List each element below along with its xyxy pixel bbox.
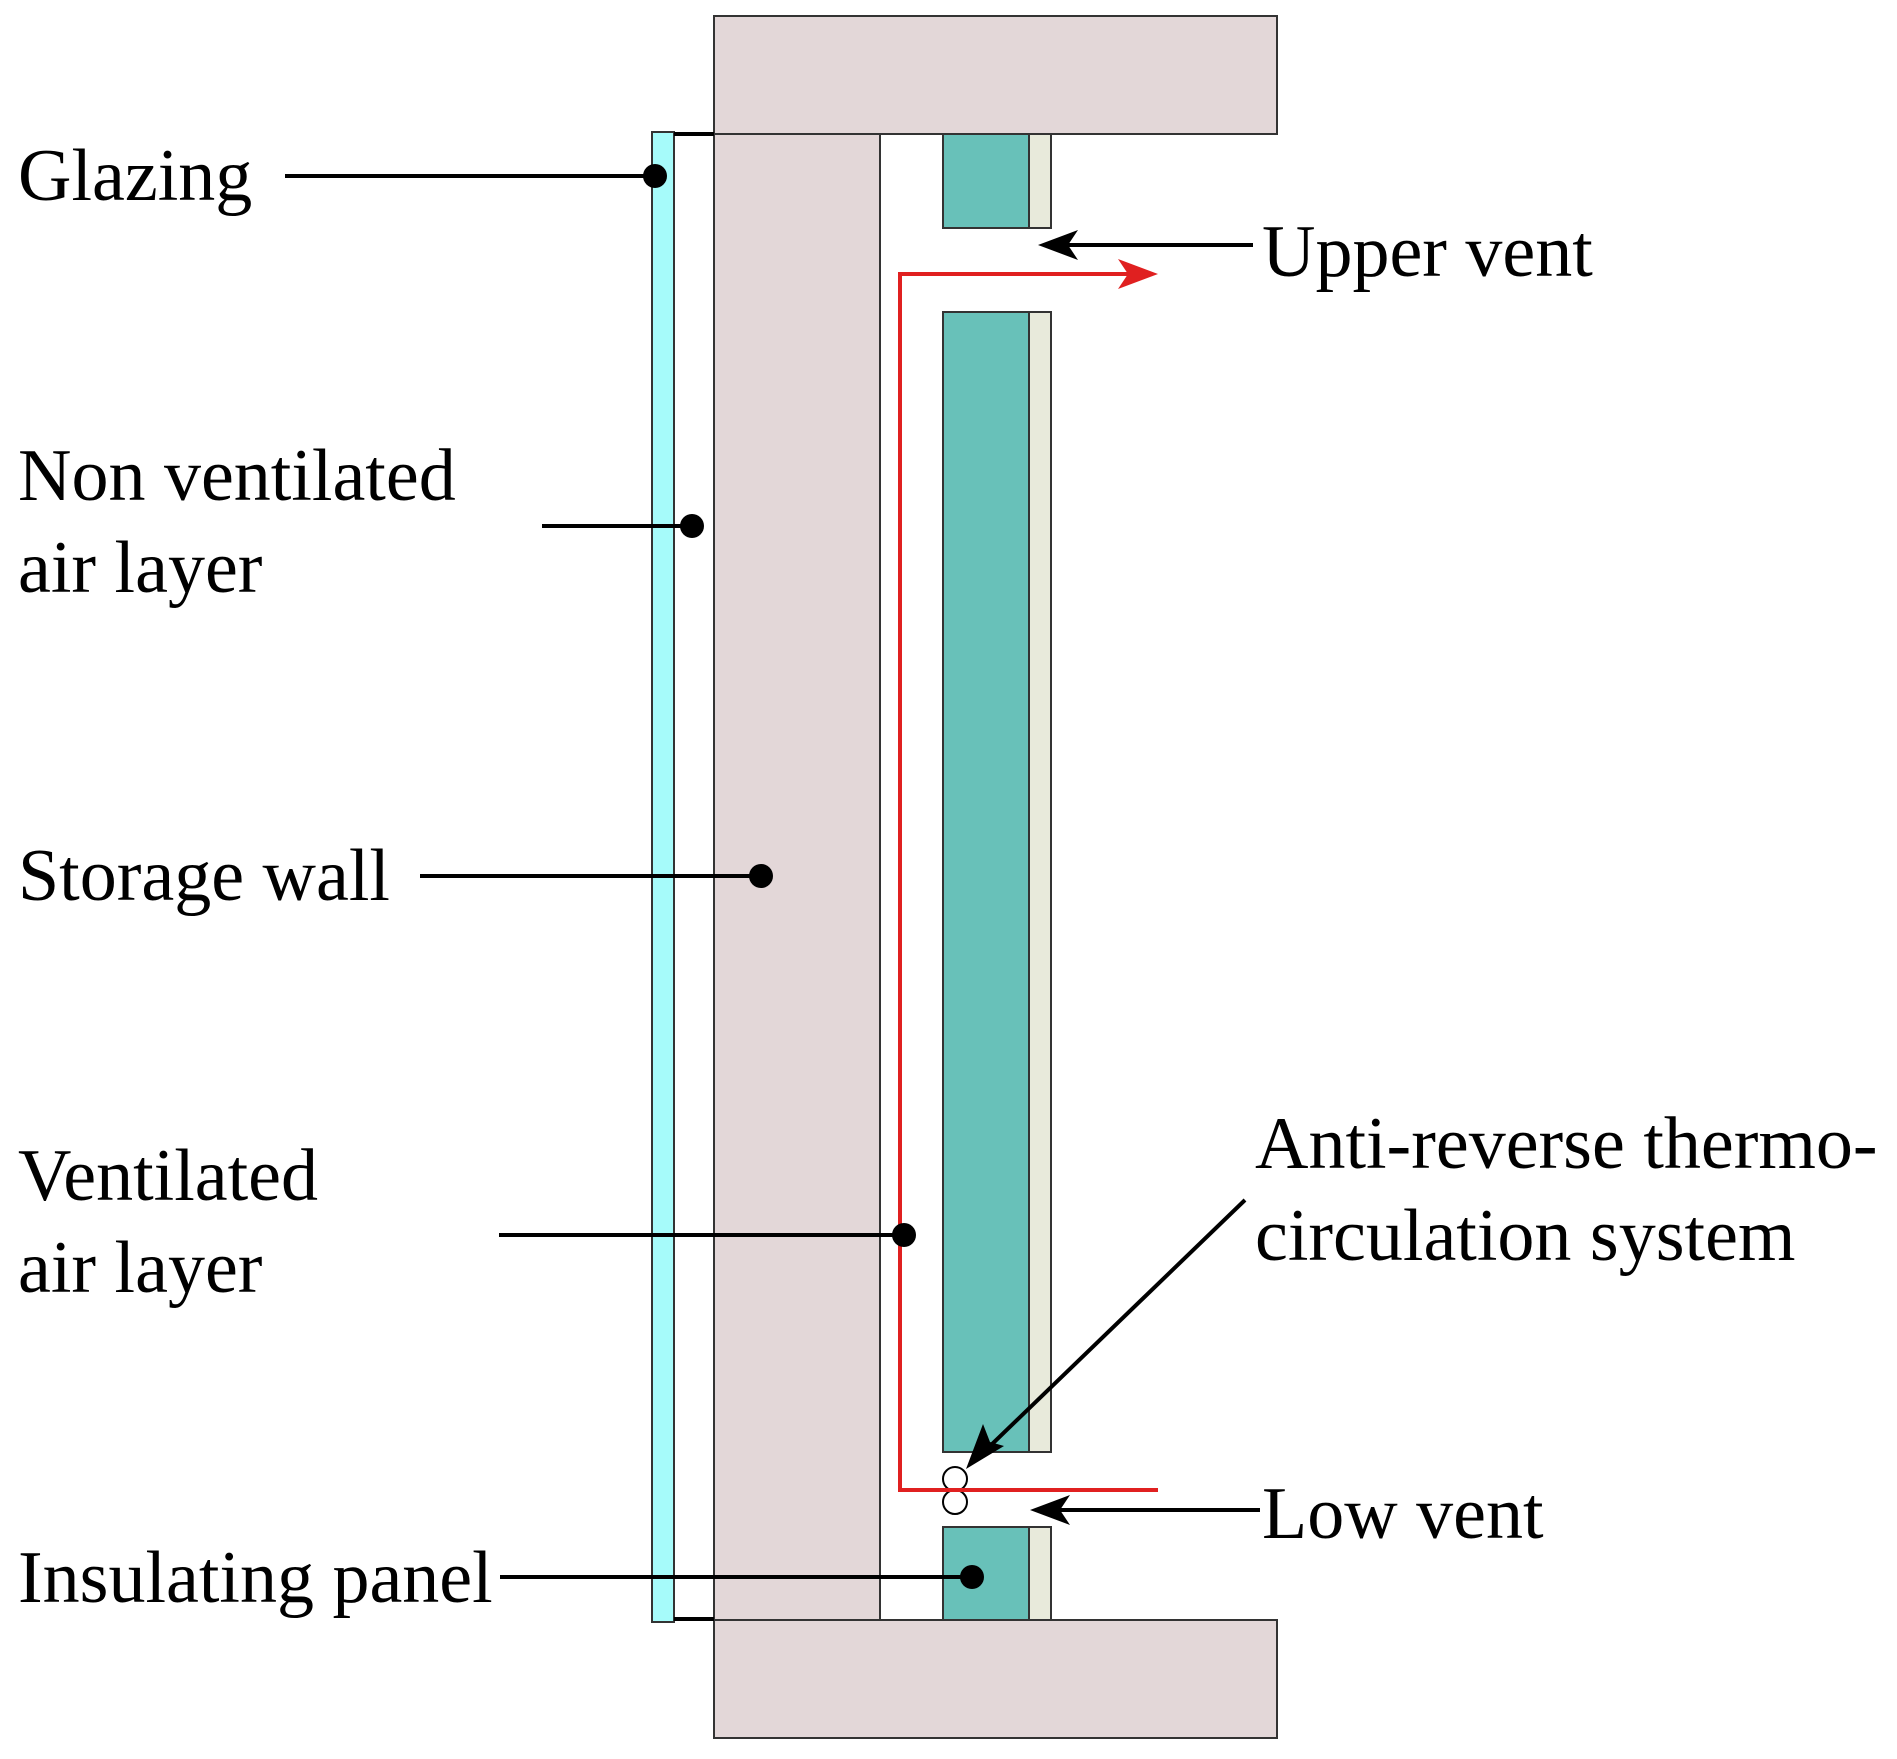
non-ventilated-leader-dot	[680, 514, 704, 538]
insulating-panel-lower	[942, 1526, 1030, 1621]
label-anti-reverse-line2: circulation system	[1255, 1195, 1796, 1277]
bottom-slab	[713, 1619, 1278, 1739]
label-non-ventilated-line1: Non ventilated	[18, 435, 456, 517]
label-ventilated-line2: air layer	[18, 1227, 263, 1309]
anti-reverse-flap-2	[942, 1489, 968, 1515]
ventilated-leader-dot	[892, 1223, 916, 1247]
insulating-panel-leader-dot	[960, 1565, 984, 1589]
insulating-panel-middle	[942, 311, 1030, 1453]
panel-facing-middle	[1028, 311, 1052, 1453]
airflow-arrowhead	[1118, 259, 1158, 289]
anti-reverse-arrow	[986, 1198, 1247, 1450]
panel-facing-lower	[1028, 1526, 1052, 1621]
anti-reverse-flap-1	[942, 1466, 968, 1492]
upper-vent-arrowhead	[1038, 230, 1078, 260]
label-glazing: Glazing	[18, 135, 253, 217]
glazing-leader-dot	[643, 164, 667, 188]
label-upper-vent: Upper vent	[1262, 211, 1593, 293]
low-vent-arrowhead	[1030, 1495, 1070, 1525]
top-slab	[713, 15, 1278, 135]
label-low-vent: Low vent	[1262, 1473, 1544, 1555]
storage-wall-leader-dot	[749, 864, 773, 888]
label-ventilated-line1: Ventilated	[18, 1135, 319, 1217]
insulating-panel-upper	[942, 133, 1030, 229]
label-storage-wall: Storage wall	[18, 835, 390, 917]
label-anti-reverse-line1: Anti-reverse thermo-	[1255, 1103, 1878, 1185]
label-non-ventilated-line2: air layer	[18, 527, 263, 609]
label-insulating-panel: Insulating panel	[18, 1537, 493, 1619]
airflow-path	[898, 272, 1158, 1492]
anti-reverse-arrowhead	[966, 1424, 1004, 1469]
panel-facing-upper	[1028, 133, 1052, 229]
